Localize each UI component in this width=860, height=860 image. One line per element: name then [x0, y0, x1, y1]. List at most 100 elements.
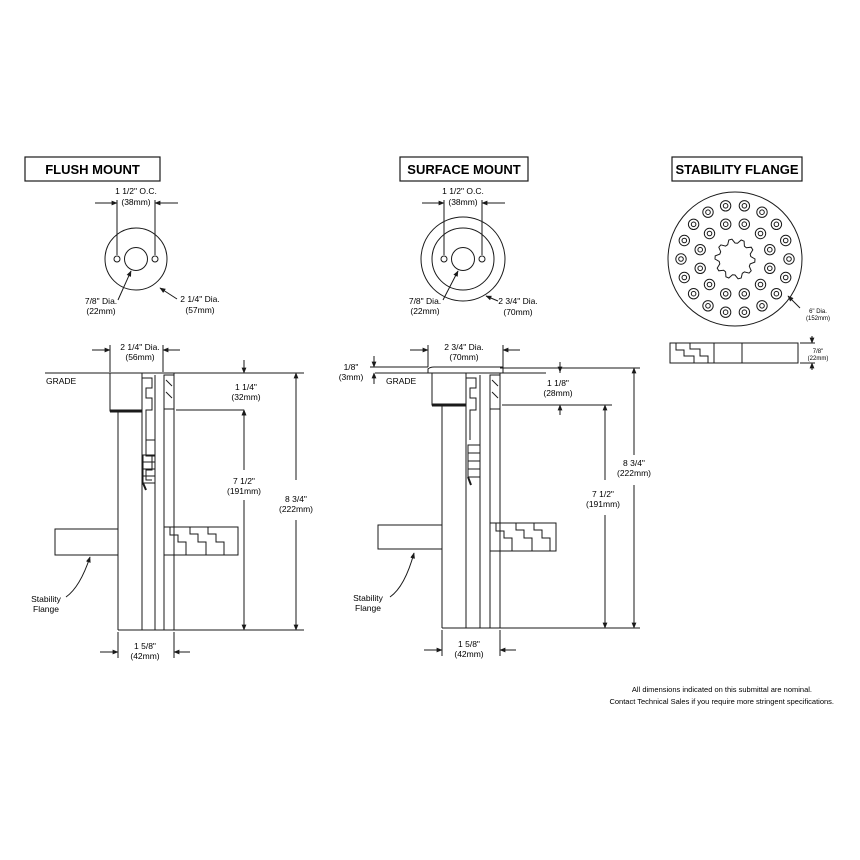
flange-star-hole [714, 238, 756, 280]
flange-edge-view [669, 336, 815, 370]
flush-bottom-dim: 1 5/8" [134, 641, 156, 651]
flush-grade-label: GRADE [46, 376, 77, 386]
flange-hole [770, 288, 783, 300]
flush-outer-mm: (57mm) [185, 305, 214, 315]
flange-hole [678, 234, 690, 247]
surface-flange-label: Stability [353, 593, 384, 603]
surface-lip-dim: 1/8" [344, 362, 359, 372]
surface-inner-label: 7/8" Dia. [409, 296, 441, 306]
flange-hole-inner [782, 274, 789, 281]
flush-inner-label: 7/8" Dia. [85, 296, 117, 306]
flange-hole-inner [786, 256, 792, 262]
flush-dim-a: 1 1/4" [235, 382, 257, 392]
flush-dim-c: 8 3/4" [285, 494, 307, 504]
flange-hole-inner [681, 274, 688, 281]
flange-hole-inner [697, 265, 704, 272]
flange-hole [754, 278, 767, 291]
flange-hole [687, 218, 700, 231]
flange-hole-inner [773, 221, 780, 228]
surface-flange-label-2: Flange [355, 603, 381, 613]
flange-hole [687, 288, 700, 300]
flange-hole-inner [741, 309, 748, 316]
flush-dim-c-mm: (222mm) [279, 504, 313, 514]
flange-hole [694, 244, 706, 256]
svg-text:STABILITY FLANGE: STABILITY FLANGE [675, 162, 798, 177]
flange-hole [780, 234, 792, 247]
flange-hole [738, 288, 750, 300]
flange-hole [783, 253, 795, 265]
flange-hole-inner [773, 290, 780, 297]
flush-side-top-dia-mm: (56mm) [125, 352, 154, 362]
flange-hole [738, 218, 750, 230]
flange-hole-inner [722, 221, 729, 227]
flange-hole-inner [705, 303, 711, 309]
surface-screw-left [440, 255, 448, 263]
flange-hole-inner [741, 221, 748, 227]
flush-side-view [45, 345, 304, 658]
flush-inner-mm: (22mm) [86, 306, 115, 316]
flush-outer-circle [104, 227, 168, 291]
flush-mount-title: FLUSH MOUNT [24, 156, 161, 182]
surface-outer-label: 2 3/4" Dia. [498, 296, 537, 306]
note-line-2: Contact Technical Sales if you require m… [609, 697, 834, 706]
surface-outer-ring [420, 216, 506, 302]
flush-oc-mm: (38mm) [121, 197, 150, 207]
flange-hole-inner [759, 303, 765, 309]
flange-hole [703, 278, 716, 291]
flange-thick-label: 7/8" [813, 349, 823, 355]
flange-hole-inner [722, 291, 729, 297]
flush-outer-label: 2 1/4" Dia. [180, 294, 219, 304]
flange-hole [756, 300, 768, 312]
surface-side-view [370, 345, 640, 656]
flush-dim-b: 7 1/2" [233, 476, 255, 486]
surface-inner-circle [451, 247, 475, 271]
surface-dim-a: 1 1/8" [547, 378, 569, 388]
surface-top-view [420, 200, 506, 302]
flush-dim-a-mm: (32mm) [231, 392, 260, 402]
flange-hole [720, 218, 732, 230]
flange-hole-inner [767, 246, 773, 253]
surface-mount-title: SURFACE MOUNT [399, 156, 529, 182]
flush-screw-left [113, 255, 121, 263]
surface-bottom-dim: 1 5/8" [458, 639, 480, 649]
flange-hole [754, 227, 767, 240]
flange-hole [702, 300, 714, 312]
flange-hole [738, 200, 751, 212]
surface-screw-right [478, 255, 486, 263]
surface-dim-c-mm: (222mm) [617, 468, 651, 478]
flush-flange-label: Stability [31, 594, 62, 604]
flange-hole-inner [690, 221, 697, 228]
flange-hole-inner [722, 309, 729, 316]
surface-dim-c: 8 3/4" [623, 458, 645, 468]
surface-dim-b: 7 1/2" [592, 489, 614, 499]
flange-hole [756, 206, 768, 218]
flange-top-view [667, 191, 803, 327]
flange-hole [770, 218, 783, 231]
flange-hole-inner [722, 203, 729, 209]
surface-side-top-dia-mm: (70mm) [449, 352, 478, 362]
flange-hole [703, 227, 716, 240]
flange-dia-label: 6" Dia. [809, 309, 827, 315]
flush-screw-right [151, 255, 159, 263]
svg-text:FLUSH MOUNT: FLUSH MOUNT [45, 162, 140, 177]
stability-flange-title: STABILITY FLANGE [671, 156, 803, 182]
flange-thick-mm: (22mm) [808, 356, 829, 362]
flange-hole-inner [757, 230, 764, 237]
flush-flange-label-2: Flange [33, 604, 59, 614]
flush-dim-b-mm: (191mm) [227, 486, 261, 496]
flange-hole [780, 271, 792, 284]
flange-hole [719, 306, 732, 318]
flange-hole-inner [705, 209, 711, 215]
flange-hole-inner [767, 265, 773, 272]
flush-bottom-dim-mm: (42mm) [130, 651, 159, 661]
flange-hole [738, 306, 751, 318]
surface-inner-mm: (22mm) [410, 306, 439, 316]
surface-side-top-dia: 2 3/4" Dia. [444, 342, 483, 352]
flange-hole [764, 244, 776, 256]
surface-oc-mm: (38mm) [448, 197, 477, 207]
flange-hole [678, 271, 690, 284]
surface-flange-circle [431, 227, 495, 291]
surface-dim-a-mm: (28mm) [543, 388, 572, 398]
flange-hole-inner [697, 246, 704, 253]
